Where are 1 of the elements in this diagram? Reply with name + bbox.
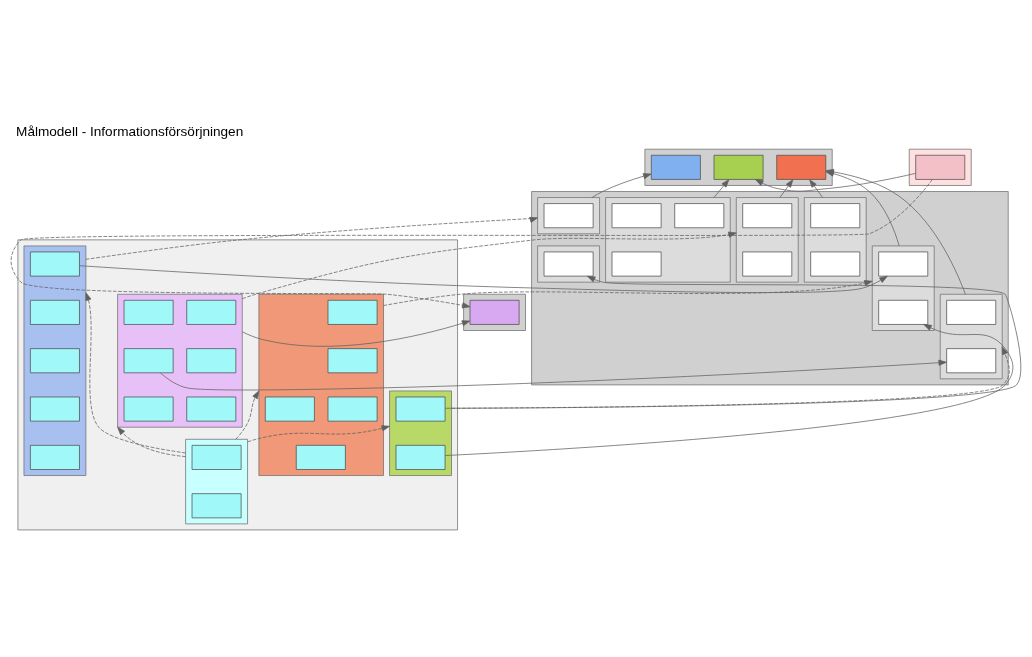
diagram-title: Målmodell - Informationsförsörjningen [16,123,244,139]
